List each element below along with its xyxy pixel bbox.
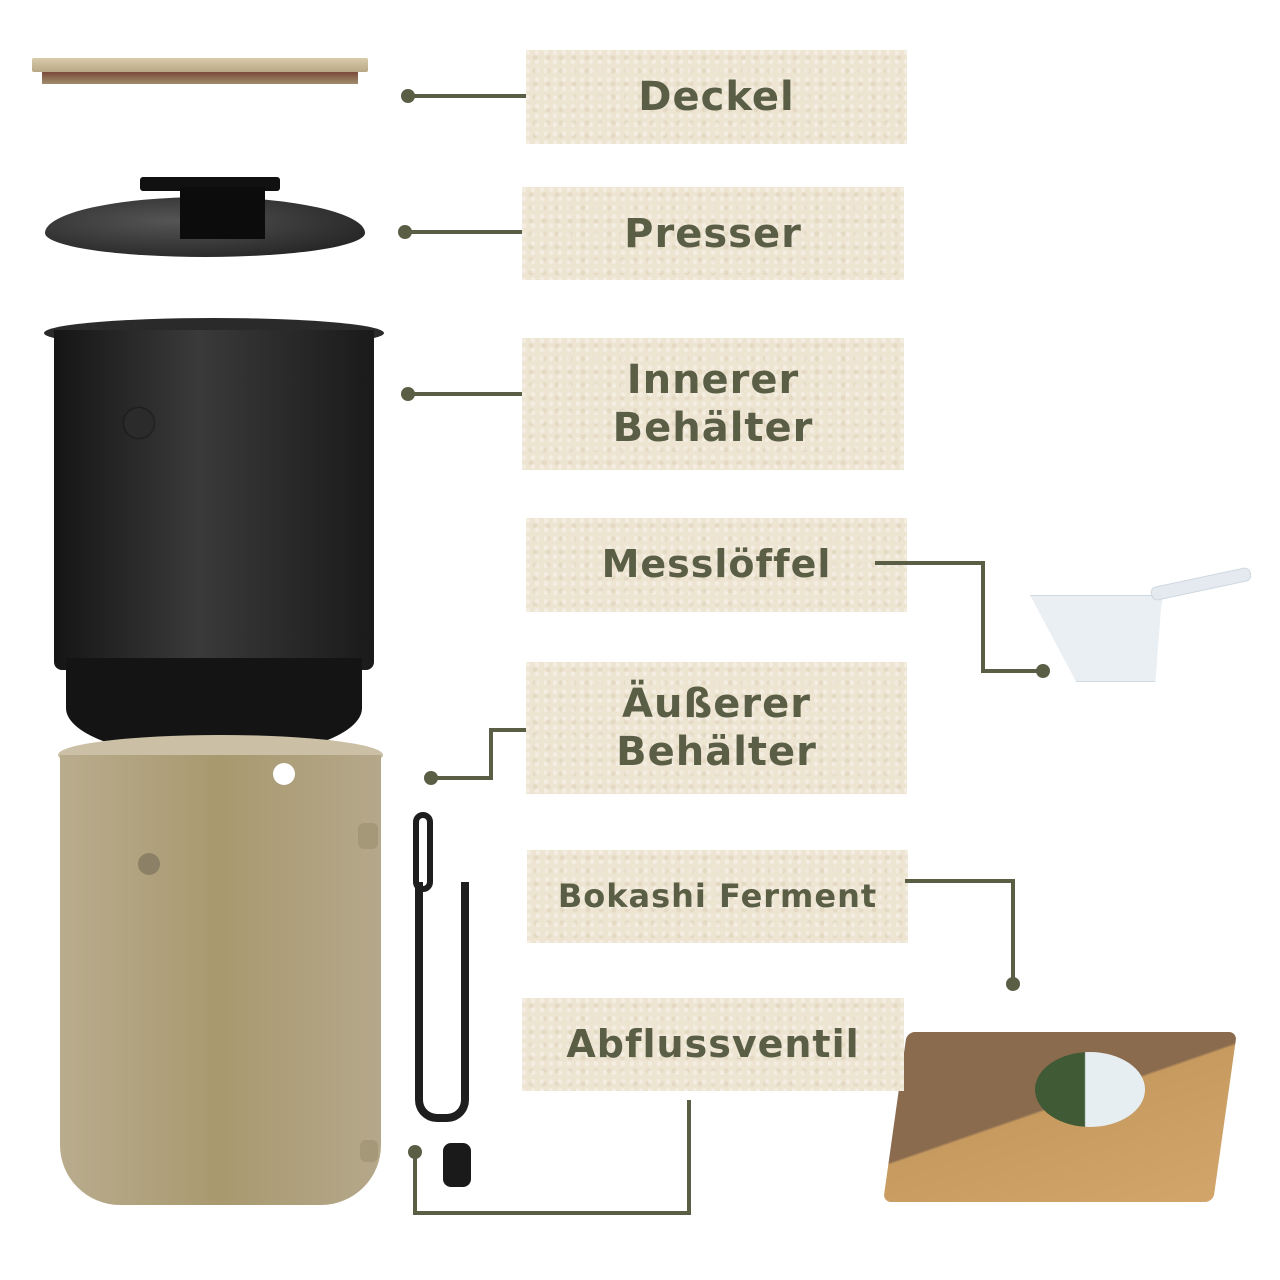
scoop-image <box>1030 565 1255 685</box>
outer-container-image <box>58 735 383 1205</box>
ferment-connector-dot <box>1006 977 1020 991</box>
valve-cap-image <box>443 1143 471 1187</box>
label-scoop: Messlöffel <box>526 518 907 612</box>
label-ferment-text: Bokashi Ferment <box>557 877 878 916</box>
label-inner-line1: Innerer <box>626 357 800 403</box>
label-valve-text: Abflussventil <box>566 1021 860 1066</box>
strap-image <box>413 812 473 1122</box>
scoop-connector-line-v <box>981 561 985 673</box>
scoop-connector-line-h2 <box>981 669 1041 673</box>
lid-connector-line <box>408 94 588 98</box>
scoop-connector-line-h1 <box>875 561 985 565</box>
outer-connector-line-v <box>489 728 493 780</box>
label-valve: Abflussventil <box>522 998 904 1091</box>
label-presser: Presser <box>522 187 904 280</box>
inner-connector-line <box>408 392 588 396</box>
label-lid-text: Deckel <box>638 74 795 120</box>
valve-connector-line-v2 <box>687 1100 691 1215</box>
presser-connector-line <box>405 230 585 234</box>
valve-connector-line-h <box>413 1211 691 1215</box>
lid-image <box>32 58 368 90</box>
label-presser-text: Presser <box>624 210 802 257</box>
valve-connector-line-v1 <box>413 1152 417 1215</box>
ferment-connector-line-v <box>1011 879 1015 983</box>
ferment-bag-image <box>875 1012 1240 1207</box>
label-outer-line1: Äußerer <box>622 681 811 727</box>
label-outer-line2: Behälter <box>616 729 817 775</box>
presser-image <box>45 172 365 262</box>
label-outer-container: Äußerer Behälter <box>526 662 907 794</box>
label-inner-line2: Behälter <box>612 405 814 451</box>
scoop-connector-dot <box>1036 664 1050 678</box>
label-scoop-text: Messlöffel <box>601 542 832 587</box>
label-inner-container: Innerer Behälter <box>522 338 904 470</box>
ferment-connector-line-h <box>905 879 1015 883</box>
inner-container-image <box>44 318 384 758</box>
outer-connector-line-h1 <box>431 776 493 780</box>
label-lid: Deckel <box>526 50 907 144</box>
label-ferment: Bokashi Ferment <box>527 850 908 943</box>
